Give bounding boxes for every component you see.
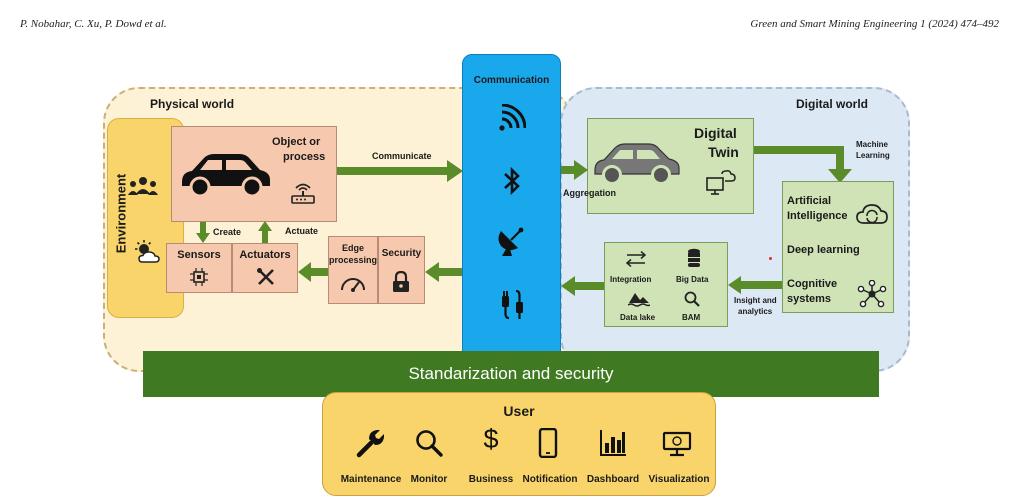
digital-world-title: Digital world — [796, 97, 868, 111]
cloud-sync-icon — [856, 204, 888, 224]
cognitive-label-line2: systems — [787, 293, 832, 305]
authors-header: P. Nobahar, C. Xu, P. Dowd et al. — [20, 18, 167, 30]
bluetooth-icon — [504, 166, 520, 196]
object-label-line1: Object or — [272, 136, 321, 148]
integration-icon — [625, 251, 647, 267]
communication-title: Communication — [473, 75, 550, 86]
insight-arrow — [728, 276, 782, 294]
machine-learning-arrow — [754, 146, 852, 183]
actuate-label: Actuate — [285, 226, 319, 236]
ai-label-line1: Artificial — [787, 195, 832, 207]
create-arrow — [196, 222, 210, 243]
monitor-sync-icon — [706, 170, 736, 195]
comm-to-security-arrow — [425, 262, 463, 282]
big-data-label: Big Data — [676, 275, 709, 284]
wrench-icon — [356, 430, 384, 458]
security-box — [378, 236, 425, 304]
user-item-notification: Notification — [522, 474, 578, 485]
lock-icon — [393, 271, 409, 292]
gauge-icon — [341, 278, 365, 292]
machine-learning-line1: Machine — [856, 140, 889, 149]
integration-label: Integration — [610, 275, 652, 284]
edge-processing-box — [328, 236, 378, 304]
network-icon — [857, 280, 887, 308]
user-title: User — [503, 403, 535, 419]
database-icon — [688, 248, 700, 267]
router-icon — [291, 183, 315, 204]
ai-box — [782, 181, 894, 313]
actuators-label: Actuators — [239, 249, 291, 261]
physical-world-title: Physical world — [150, 97, 235, 111]
ai-label-line2: Intelligence — [787, 210, 848, 222]
communicate-arrow — [337, 160, 463, 182]
user-item-business: Business — [468, 474, 514, 485]
user-item-visualization: Visualization — [648, 474, 710, 485]
insight-label-line2: analytics — [738, 307, 773, 316]
user-item-maintenance: Maintenance — [340, 474, 402, 485]
monitor-icon — [662, 431, 692, 457]
car-icon — [182, 154, 270, 198]
dollar-icon: $ — [483, 424, 499, 454]
data-lake-icon — [628, 293, 650, 307]
data-lake-label: Data lake — [620, 313, 656, 322]
insight-label-line1: Insight and — [734, 296, 777, 305]
edge-label-line2: processing — [328, 255, 377, 265]
user-item-monitor: Monitor — [410, 474, 448, 485]
communication-column — [462, 54, 561, 372]
machine-learning-line2: Learning — [856, 151, 890, 160]
digital-twin-car-icon — [594, 143, 680, 185]
weather-icon — [135, 240, 160, 263]
sensors-box — [166, 243, 232, 293]
edge-label-line1: Edge — [341, 243, 364, 253]
standardization-label: Standarization and security — [408, 364, 614, 383]
red-dot-mark — [769, 257, 772, 260]
phone-icon — [538, 428, 558, 458]
cognitive-label-line1: Cognitive — [787, 278, 838, 290]
security-label: Security — [381, 248, 422, 259]
digital-twin-line2: Twin — [708, 144, 739, 160]
user-panel — [322, 392, 716, 496]
digital-twin-line1: Digital — [694, 125, 737, 141]
magnifier-icon — [416, 430, 443, 457]
sensors-label: Sensors — [177, 249, 221, 261]
chip-icon — [190, 268, 208, 286]
create-label: Create — [213, 227, 242, 237]
satellite-icon — [498, 227, 524, 256]
deep-learning-label: Deep learning — [787, 244, 860, 256]
object-label-line2: process — [283, 151, 326, 163]
actuators-box — [232, 243, 298, 293]
data-to-comm-arrow — [561, 276, 604, 296]
plug-cable-icon — [502, 290, 523, 320]
journal-header: Green and Smart Mining Engineering 1 (20… — [750, 18, 999, 30]
search-icon — [684, 291, 700, 307]
wifi-icon — [499, 104, 526, 131]
bar-chart-icon — [600, 430, 626, 456]
communicate-label: Communicate — [372, 151, 432, 161]
people-icon — [128, 177, 158, 195]
standardization-bar — [143, 351, 879, 397]
tools-icon — [257, 268, 274, 285]
aggregation-arrow — [561, 160, 588, 180]
data-services-box — [604, 242, 728, 327]
actuate-arrow — [258, 221, 272, 243]
security-to-actuators-arrow — [298, 262, 328, 282]
bam-label: BAM — [682, 313, 701, 322]
user-item-dashboard: Dashboard — [586, 474, 640, 485]
aggregation-label: Aggregation — [563, 188, 616, 198]
